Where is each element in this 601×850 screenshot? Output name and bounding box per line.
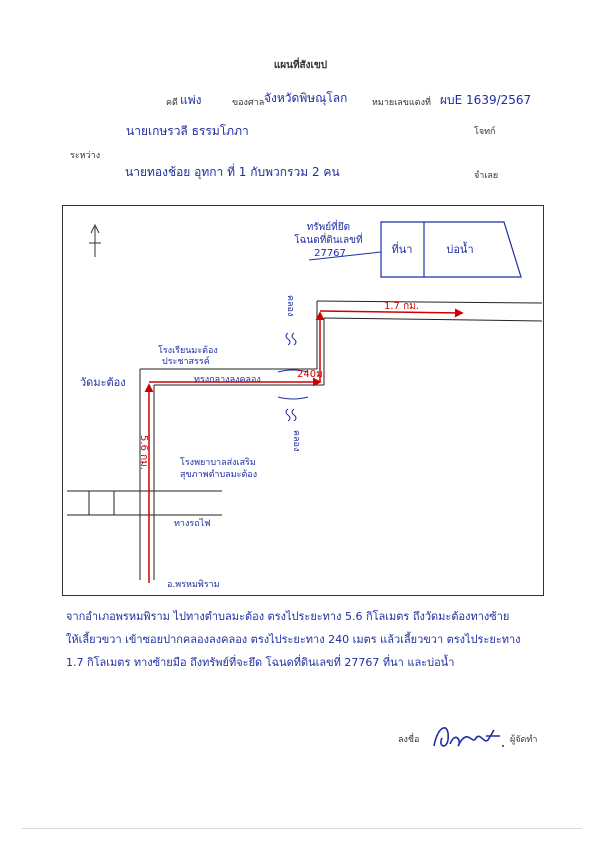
between-label: ระหว่าง: [70, 151, 101, 161]
document-title: แผนที่สังเขป: [273, 60, 328, 71]
crossing-label: ทางรถไฟ: [174, 518, 211, 529]
plaintiff-label: โจทก์: [474, 127, 496, 137]
canal-label-north: คลอง: [285, 295, 295, 316]
distance-2-label: 240ม.: [297, 369, 326, 380]
target-parcel: [308, 221, 522, 278]
bottom-rule: [22, 828, 582, 829]
case-number-label: หมายเลขแดงที่: [372, 98, 431, 108]
court-value: จังหวัดพิษณุโลก: [264, 91, 348, 105]
defendant-label: จำเลย: [474, 171, 499, 181]
distance-1-label: 5.6 กม.: [138, 435, 149, 470]
signature-label: ลงชื่อ: [398, 735, 420, 745]
sketch-map: ทรัพย์ที่ยึด โฉนดที่ดินเลขที่ 27767 ที่น…: [62, 205, 544, 596]
plaintiff-value: นายเกษรวลี ธรรมโภภา: [126, 124, 249, 138]
pond-label: บ่อน้ำ: [446, 241, 473, 256]
road-label: ทรงกลางลงคลอง: [194, 375, 261, 385]
route-line: [144, 308, 464, 583]
north-arrow-icon: [89, 223, 101, 257]
distance-3-label: 1.7 กม.: [384, 301, 419, 312]
case-number-value: ผบE 1639/2567: [440, 93, 532, 107]
land-label: ที่นา: [392, 241, 413, 256]
case-type-value: แพ่ง: [180, 93, 202, 107]
directions-text: จากอำเภอพรหมพิราม ไปทางตำบลมะต้อง ตรงไปร…: [66, 610, 521, 669]
hospital-label: โรงพยาบาลส่งเสริม สุขภาพตำบลมะต้อง: [180, 457, 259, 480]
school-label: โรงเรียนมะต้อง ประชาสรรค์: [158, 345, 221, 367]
road-network: [67, 300, 543, 580]
temple-label: วัดมะต้อง: [80, 376, 126, 389]
defendant-value: นายทองช้อย อุทกา ที่ 1 กับพวกรวม 2 คน: [125, 165, 340, 179]
target-label: ทรัพย์ที่ยึด โฉนดที่ดินเลขที่ 27767: [294, 219, 366, 259]
court-label: ของศาล: [232, 98, 265, 108]
canal-label-south: คลอง: [291, 430, 301, 451]
map-frame: [62, 205, 544, 596]
mapper-label: ผู้จัดทำ: [510, 735, 538, 745]
case-label: คดี: [166, 98, 178, 108]
signature-image: [433, 727, 504, 747]
start-label: อ.พรหมพิราม: [167, 579, 220, 590]
canal-markers: [277, 332, 309, 422]
